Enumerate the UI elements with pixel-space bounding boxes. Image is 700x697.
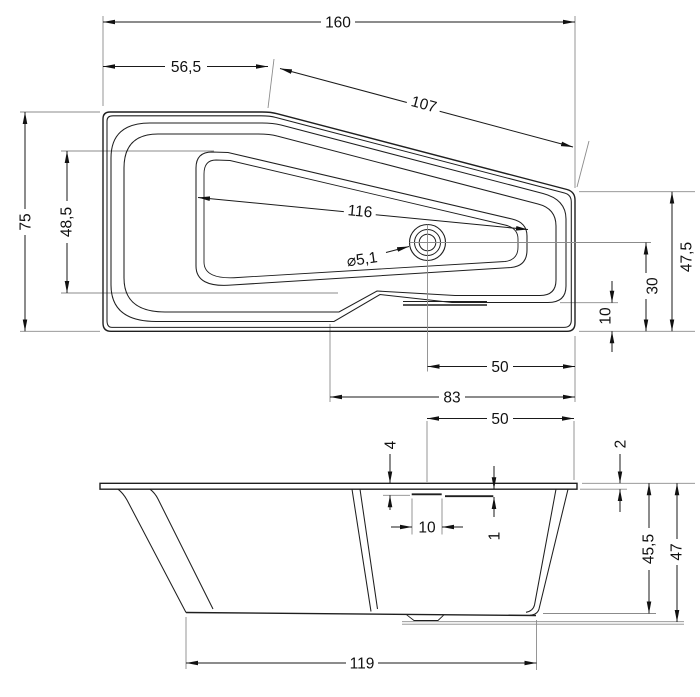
dim-basin-length-label: 116 xyxy=(347,202,373,221)
drain-waste-bump xyxy=(405,613,445,621)
dim-base-length-label: 119 xyxy=(350,655,375,672)
dim-overall-height-label: 47 xyxy=(668,543,685,560)
dim-basin-width-label: 48,5 xyxy=(58,207,75,237)
top-view-labels: 160 56,5 107 75 48,5 116 ⌀5,1 47,5 30 10… xyxy=(17,14,695,406)
right-wall-inner xyxy=(525,489,557,613)
dim-recess-span-label: 50 xyxy=(491,411,509,428)
dim-ledge-height-label: 10 xyxy=(597,307,614,325)
dim-drain-offset-label: 30 xyxy=(644,277,661,295)
dim-step-to-edge-label: 83 xyxy=(443,389,460,406)
mid-wall-line-1 xyxy=(351,489,372,612)
dim-recess-depth-label: 4 xyxy=(382,440,399,449)
side-view: 50 4 2 10 1 45,5 47 119 xyxy=(99,411,695,672)
rim-inner-edge xyxy=(106,115,572,328)
dim-recess-lip-label: 1 xyxy=(486,532,503,541)
side-view-extension-lines xyxy=(185,421,695,670)
rim-flange xyxy=(99,482,578,490)
left-wall-inner xyxy=(149,488,214,610)
dim-overall-width-label: 75 xyxy=(17,213,34,230)
side-view-dimension-lines xyxy=(186,416,680,666)
left-wall-outer xyxy=(117,488,187,613)
top-view: 160 56,5 107 75 48,5 116 ⌀5,1 47,5 30 10… xyxy=(17,14,695,406)
walkway-contour-inner xyxy=(123,133,557,313)
mid-wall-line-2 xyxy=(359,489,379,610)
dim-drain-diameter-label: ⌀5,1 xyxy=(346,249,379,270)
rim-outer-edge xyxy=(102,111,576,332)
dim-overall-length-label: 160 xyxy=(325,14,351,31)
top-view-extension-lines xyxy=(20,16,695,402)
dim-recess-width-label: 10 xyxy=(418,519,436,536)
basin-inner-edge xyxy=(203,159,519,279)
dim-head-edge-label: 56,5 xyxy=(171,59,201,76)
dim-rim-thickness-label: 2 xyxy=(612,440,629,449)
dim-slanted-edge-label: 107 xyxy=(409,93,438,116)
dim-drain-to-edge-label: 50 xyxy=(491,359,509,376)
walkway-contour-outer xyxy=(110,122,567,323)
side-view-labels: 50 4 2 10 1 45,5 47 119 xyxy=(346,411,685,672)
tub-bottom-edge xyxy=(185,611,537,617)
bathtub-side-outline xyxy=(99,482,578,621)
bathtub-plan-outline xyxy=(102,111,651,372)
dim-inner-height-label: 45,5 xyxy=(640,534,657,564)
dim-right-width-label: 47,5 xyxy=(678,242,695,272)
